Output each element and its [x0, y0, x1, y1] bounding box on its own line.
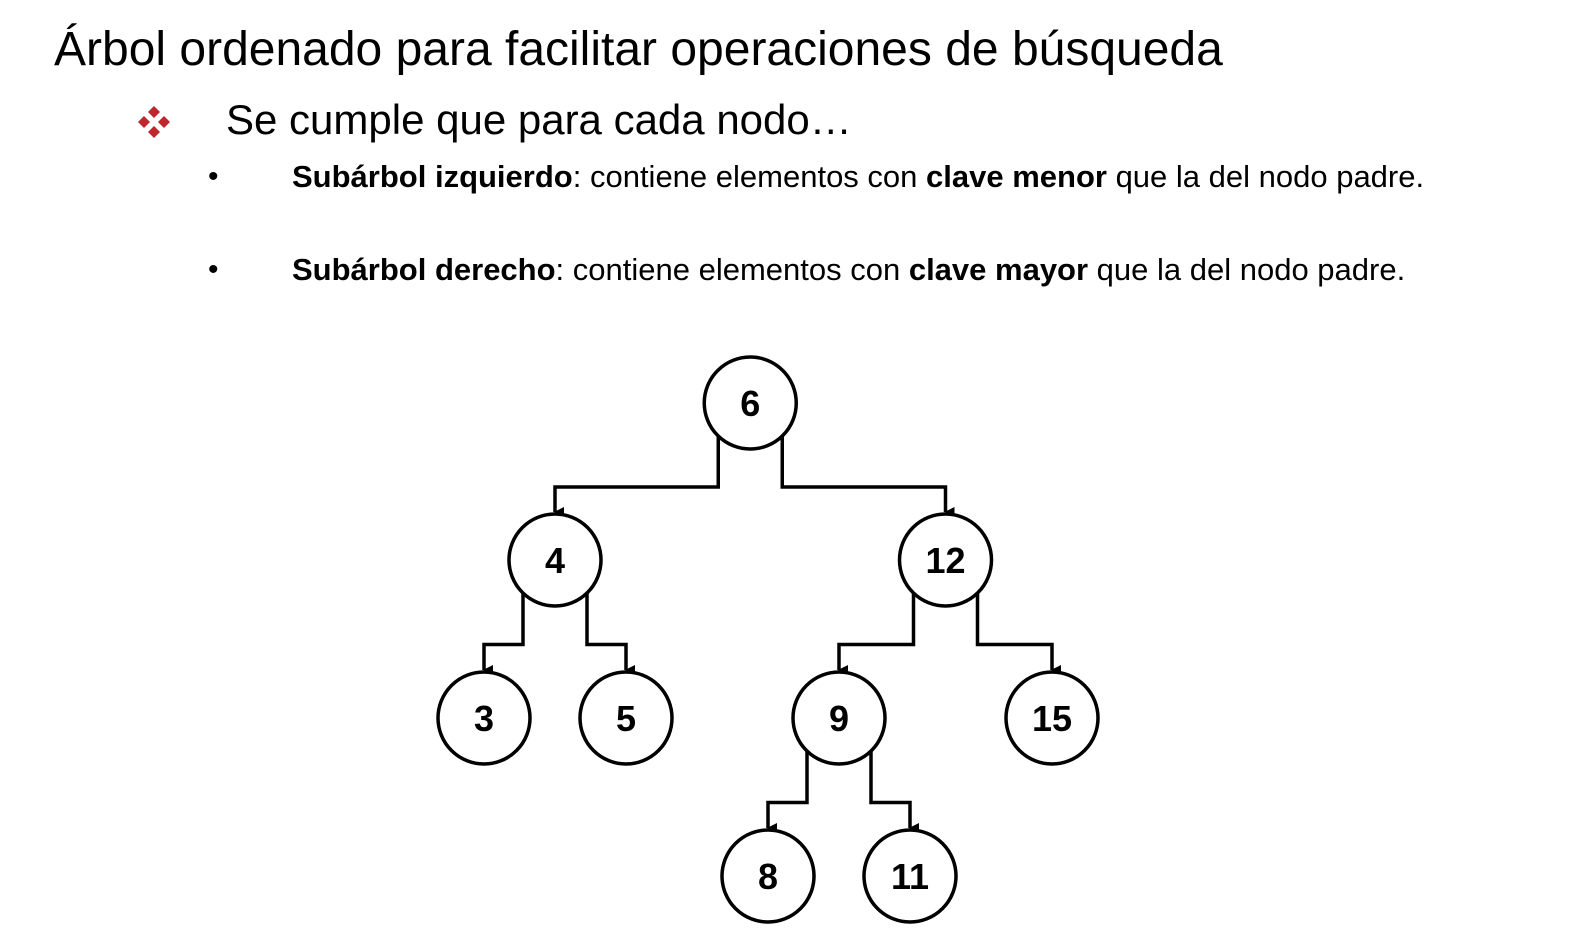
tree-node-11-label: 11 — [891, 856, 929, 897]
bullet-dot-icon: • — [208, 160, 219, 193]
tree-node-9: 9 — [791, 670, 887, 766]
tree-node-11: 11 — [862, 828, 958, 924]
edge-12-to-9 — [837, 593, 916, 675]
slide-title: Árbol ordenado para facilitar operacione… — [54, 23, 1223, 76]
tree-node-3: 3 — [436, 670, 532, 766]
tree-node-5: 5 — [578, 670, 674, 766]
tree-node-5-circle — [578, 670, 674, 766]
right-subtree-term: Subárbol derecho — [292, 252, 556, 287]
main-bullet-text: Se cumple que para cada nodo… — [226, 96, 852, 143]
tree-edges — [482, 436, 1061, 833]
tree-nodes: 3 4 5 6 8 9 11 12 15 — [436, 355, 1100, 924]
tree-node-12: 12 — [897, 512, 994, 608]
tree-node-9-label: 9 — [829, 698, 849, 739]
tree-node-6: 6 — [702, 355, 798, 451]
edge-6-to-12 — [780, 436, 955, 517]
tree-node-11-circle — [862, 828, 958, 924]
right-subtree-text-a: : contiene elementos con — [555, 252, 909, 287]
tree-node-5-label: 5 — [616, 698, 636, 739]
four-diamonds-icon — [138, 106, 170, 138]
edge-9-to-11 — [869, 751, 919, 833]
tree-node-6-label: 6 — [740, 383, 760, 424]
tree-node-12-circle — [897, 512, 994, 608]
right-subtree-text-b: que la del nodo padre. — [1088, 252, 1406, 287]
left-subtree-emphasis: clave menor — [926, 159, 1107, 194]
right-subtree-rule-text: Subárbol derecho: contiene elementos con… — [292, 249, 1482, 290]
edge-4-to-3 — [482, 593, 525, 675]
tree-node-4-label: 4 — [545, 540, 565, 581]
tree-node-3-label: 3 — [474, 698, 494, 739]
tree-node-4-circle — [507, 512, 603, 608]
edge-4-to-5 — [585, 593, 635, 675]
edge-9-to-8 — [766, 751, 809, 833]
tree-node-6-circle — [702, 355, 798, 451]
tree-node-15-circle — [1004, 670, 1100, 766]
tree-node-8: 8 — [720, 828, 816, 924]
tree-node-3-circle — [436, 670, 532, 766]
tree-node-15: 15 — [1004, 670, 1100, 766]
bullet-dot-icon: • — [208, 253, 219, 286]
main-bullet: Se cumple que para cada nodo… — [136, 96, 1436, 146]
tree-node-8-label: 8 — [758, 856, 778, 897]
tree-node-8-circle — [720, 828, 816, 924]
tree-node-9-circle — [791, 670, 887, 766]
left-subtree-text-a: : contiene elementos con — [572, 159, 927, 194]
right-subtree-emphasis: clave mayor — [908, 252, 1089, 287]
tree-node-15-label: 15 — [1032, 698, 1072, 739]
left-subtree-text-b: que la del nodo padre. — [1106, 159, 1425, 194]
left-subtree-term: Subárbol izquierdo — [292, 159, 573, 194]
left-subtree-rule-text: Subárbol izquierdo: contiene elementos c… — [292, 156, 1482, 197]
tree-node-4: 4 — [507, 512, 603, 608]
edge-6-to-4 — [553, 436, 720, 517]
tree-node-12-label: 12 — [925, 540, 965, 581]
edge-12-to-15 — [975, 593, 1061, 675]
